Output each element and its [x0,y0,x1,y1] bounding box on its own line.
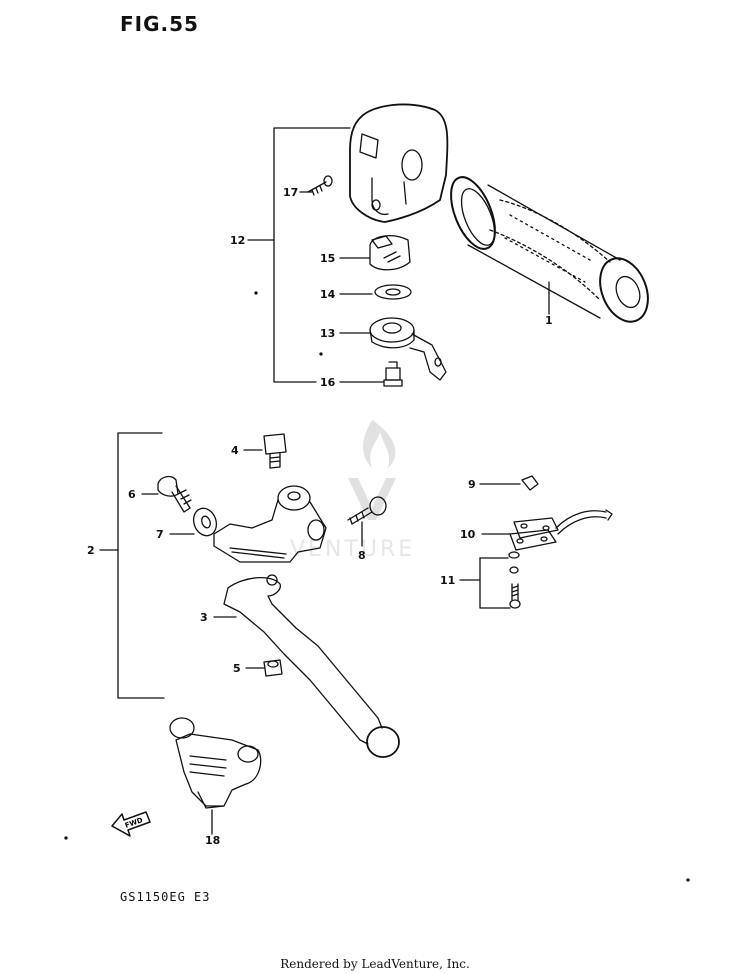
callout-14: 14 [320,288,336,301]
callout-15: 15 [320,252,336,265]
callout-12: 12 [230,234,246,247]
lever-holder [213,485,327,563]
callout-13: 13 [320,327,336,340]
callout-4: 4 [231,444,239,457]
clip-9 [479,475,539,491]
figure-title: FIG.55 [120,12,199,36]
pivot-bolt-4 [243,433,287,469]
callout-8: 8 [358,549,366,562]
brake-lever-3 [213,574,400,758]
locknut-7 [169,507,218,537]
callout-6: 6 [128,488,136,501]
bolt-16 [383,361,403,387]
watermark-logo: VENTURE [290,420,412,562]
callout-1: 1 [545,314,553,327]
callout-2: 2 [87,544,95,557]
fwd-arrow-icon [111,811,151,837]
pivot-bolt-8 [347,496,387,547]
callout-18: 18 [205,834,221,847]
screw-17 [307,175,333,196]
render-credit: Rendered by LeadVenture, Inc. [280,957,470,971]
switch-housing [349,103,449,223]
model-code: GS1150EG E3 [120,890,211,904]
callout-3: 3 [200,611,208,624]
brake-switch-10 [481,509,613,551]
handlebar-grip [450,176,649,323]
switch-plate-15 [369,235,411,271]
callout-9: 9 [468,478,476,491]
callout-11: 11 [440,574,456,587]
assembly-bracket-12 [247,127,385,383]
callout-5: 5 [233,662,241,675]
throttle-pulley-13 [369,317,447,381]
callout-17: 17 [283,186,299,199]
screw-set-11 [459,551,521,609]
callout-16: 16 [320,376,336,389]
callout-7: 7 [156,528,164,541]
callout-10: 10 [460,528,476,541]
nut-5 [245,659,283,677]
switch-18 [169,717,262,835]
assembly-bracket-2 [99,432,165,699]
washer-14 [374,284,412,300]
adjuster-screw-6 [141,475,192,513]
